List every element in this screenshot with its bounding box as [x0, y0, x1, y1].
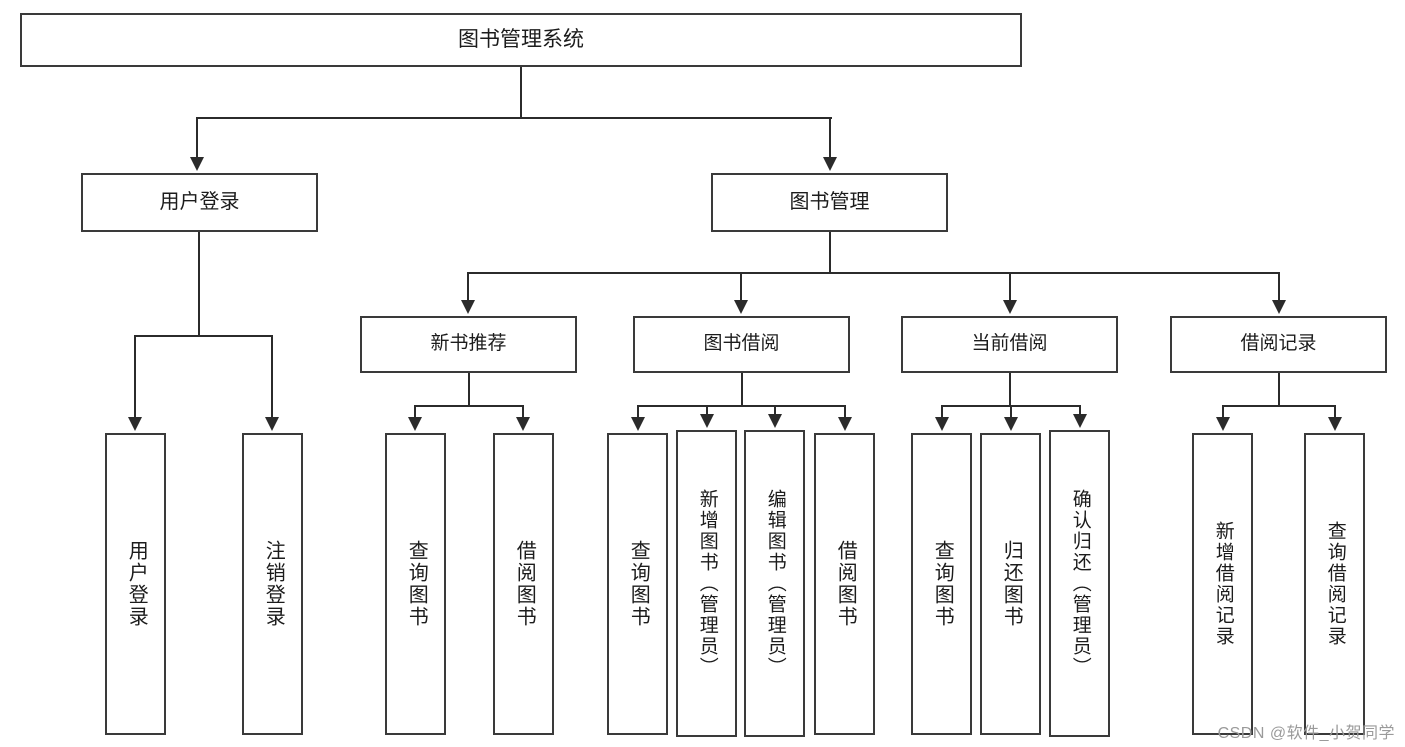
node-label: 查询图书 — [405, 540, 428, 628]
arrow-bookmgmt-to-current — [1003, 300, 1017, 314]
connector-root-bus — [197, 117, 832, 119]
leaf-return-book[interactable]: 归还图书 — [980, 433, 1041, 735]
connector-currentborrow-to-leaf3 — [1079, 405, 1081, 416]
node-label: 新书推荐 — [430, 333, 507, 355]
connector-bookmgmt-bus — [467, 272, 1279, 274]
leaf-query-book-current[interactable]: 查询图书 — [911, 433, 972, 735]
arrow-newbook-to-leaf2 — [516, 417, 530, 431]
arrow-userlogin-to-leaf1 — [128, 417, 142, 431]
connector-bookborrow-trunk — [741, 373, 743, 405]
leaf-user-login[interactable]: 用户登录 — [105, 433, 166, 735]
connector-bookmgmt-to-current — [1009, 272, 1011, 302]
arrow-bookmgmt-to-borrow — [734, 300, 748, 314]
arrow-userlogin-to-leaf2 — [265, 417, 279, 431]
node-label: 查询借阅记录 — [1324, 521, 1346, 647]
arrow-root-to-userlogin — [190, 157, 204, 171]
node-label: 借阅图书 — [513, 540, 536, 628]
leaf-borrow-book[interactable]: 借阅图书 — [814, 433, 875, 735]
connector-newbook-bus — [414, 405, 523, 407]
connector-root-trunk — [520, 67, 522, 117]
connector-borrowrecord-bus — [1222, 405, 1335, 407]
node-label: 查询图书 — [627, 540, 650, 628]
node-current-borrow[interactable]: 当前借阅 — [901, 316, 1118, 373]
connector-root-to-userlogin — [196, 117, 198, 159]
connector-bookmgmt-to-borrow — [740, 272, 742, 302]
connector-currentborrow-to-leaf2 — [1010, 405, 1012, 419]
connector-newbook-to-leaf1 — [414, 405, 416, 419]
arrow-currentborrow-to-leaf3 — [1073, 414, 1087, 428]
leaf-add-borrow-record[interactable]: 新增借阅记录 — [1192, 433, 1253, 735]
connector-bookmgmt-to-record — [1278, 272, 1280, 302]
node-label: 借阅记录 — [1240, 333, 1317, 355]
connector-bookborrow-to-leaf4 — [844, 405, 846, 419]
arrow-newbook-to-leaf1 — [408, 417, 422, 431]
csdn-watermark: CSDN @软件_小贺同学 — [1217, 725, 1395, 742]
arrow-bookborrow-to-leaf4 — [838, 417, 852, 431]
connector-currentborrow-to-leaf1 — [941, 405, 943, 419]
node-label: 注销登录 — [262, 540, 285, 628]
arrow-bookborrow-to-leaf3 — [768, 414, 782, 428]
node-book-management[interactable]: 图书管理 — [711, 173, 948, 232]
leaf-add-book-admin[interactable]: 新增图书（管理员） — [676, 430, 737, 737]
arrow-bookborrow-to-leaf1 — [631, 417, 645, 431]
arrow-root-to-bookmgmt — [823, 157, 837, 171]
node-new-book-recommend[interactable]: 新书推荐 — [360, 316, 577, 373]
arrow-bookborrow-to-leaf2 — [700, 414, 714, 428]
connector-newbook-to-leaf2 — [522, 405, 524, 419]
leaf-query-book-recommend[interactable]: 查询图书 — [385, 433, 446, 735]
node-label: 新增借阅记录 — [1212, 521, 1234, 647]
connector-borrowrecord-to-leaf1 — [1222, 405, 1224, 419]
connector-root-to-bookmgmt — [829, 117, 831, 159]
arrow-bookmgmt-to-record — [1272, 300, 1286, 314]
node-label: 图书管理系统 — [458, 27, 584, 51]
node-label: 图书管理 — [789, 190, 870, 213]
connector-userlogin-bus — [134, 335, 271, 337]
node-label: 归还图书 — [1000, 540, 1023, 628]
node-label: 确认归还（管理员） — [1069, 489, 1091, 678]
arrow-borrowrecord-to-leaf2 — [1328, 417, 1342, 431]
leaf-query-borrow-record[interactable]: 查询借阅记录 — [1304, 433, 1365, 735]
connector-newbook-trunk — [468, 373, 470, 405]
node-label: 借阅图书 — [834, 540, 857, 628]
connector-bookborrow-to-leaf2 — [706, 405, 708, 416]
node-label: 当前借阅 — [971, 333, 1048, 355]
connector-bookmgmt-to-new — [467, 272, 469, 302]
leaf-edit-book-admin[interactable]: 编辑图书（管理员） — [744, 430, 805, 737]
connector-bookborrow-to-leaf3 — [774, 405, 776, 416]
connector-currentborrow-trunk — [1009, 373, 1011, 405]
arrow-currentborrow-to-leaf1 — [935, 417, 949, 431]
leaf-borrow-book-recommend[interactable]: 借阅图书 — [493, 433, 554, 735]
connector-userlogin-to-leaf2 — [271, 335, 273, 419]
node-label: 图书借阅 — [703, 333, 780, 355]
arrow-currentborrow-to-leaf2 — [1004, 417, 1018, 431]
node-label: 新增图书（管理员） — [696, 489, 718, 678]
connector-bookborrow-bus — [637, 405, 845, 407]
connector-borrowrecord-to-leaf2 — [1334, 405, 1336, 419]
node-borrow-record[interactable]: 借阅记录 — [1170, 316, 1387, 373]
leaf-query-book-borrow[interactable]: 查询图书 — [607, 433, 668, 735]
node-label: 用户登录 — [125, 540, 148, 628]
arrow-bookmgmt-to-new — [461, 300, 475, 314]
connector-bookborrow-to-leaf1 — [637, 405, 639, 419]
node-label: 编辑图书（管理员） — [764, 489, 786, 678]
connector-userlogin-to-leaf1 — [134, 335, 136, 419]
arrow-borrowrecord-to-leaf1 — [1216, 417, 1230, 431]
leaf-confirm-return-admin[interactable]: 确认归还（管理员） — [1049, 430, 1110, 737]
leaf-logout[interactable]: 注销登录 — [242, 433, 303, 735]
node-label: 用户登录 — [159, 190, 240, 213]
node-root-system[interactable]: 图书管理系统 — [20, 13, 1022, 67]
connector-bookmgmt-trunk — [829, 232, 831, 272]
node-book-borrow[interactable]: 图书借阅 — [633, 316, 850, 373]
connector-userlogin-trunk — [198, 232, 200, 335]
node-user-login[interactable]: 用户登录 — [81, 173, 318, 232]
node-label: 查询图书 — [931, 540, 954, 628]
connector-borrowrecord-trunk — [1278, 373, 1280, 405]
